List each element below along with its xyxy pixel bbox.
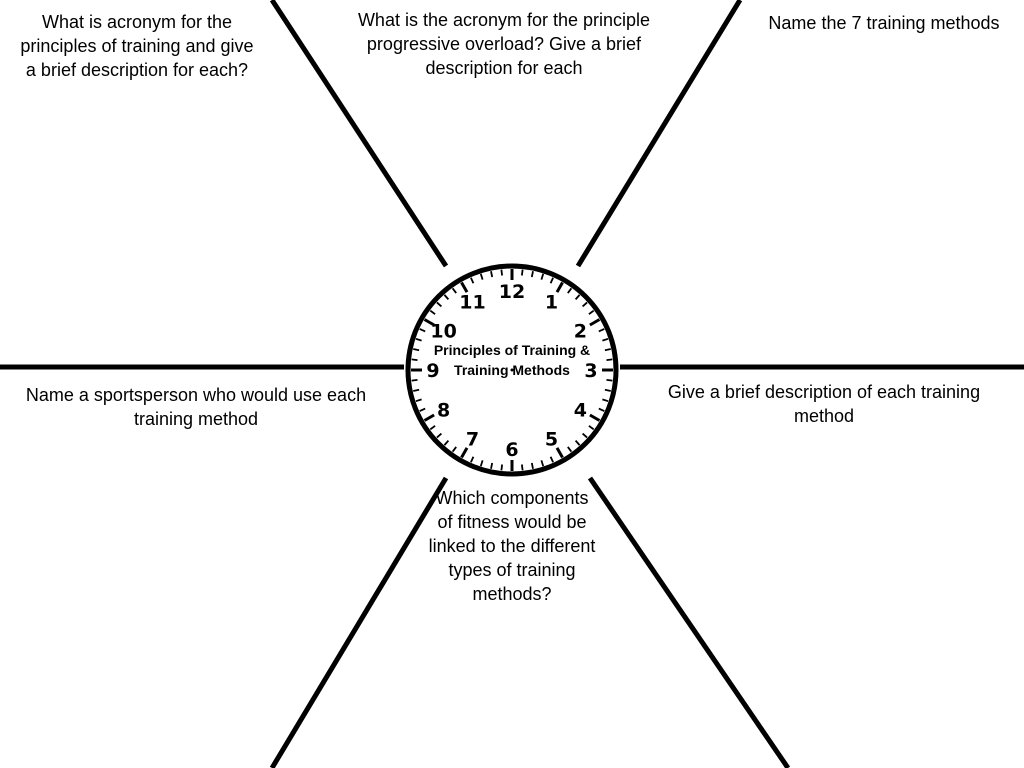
minor-tick (588, 425, 595, 431)
clock-numeral: 10 (430, 321, 456, 343)
minor-tick (411, 358, 418, 361)
minor-tick (521, 464, 524, 471)
minor-tick (470, 277, 475, 284)
minor-tick (588, 309, 595, 315)
minor-tick (598, 328, 605, 333)
minor-tick (540, 460, 545, 467)
minor-tick (429, 309, 436, 315)
minor-tick (413, 348, 420, 352)
minor-tick (470, 456, 475, 463)
question-middle-left: Name a sportsperson who would use each t… (25, 385, 367, 429)
divider-line-bottom-left (269, 476, 449, 768)
minor-tick (574, 440, 581, 446)
minor-tick (582, 301, 588, 308)
major-tick (555, 281, 564, 293)
clock-ticks (411, 269, 613, 471)
clock-numeral: 2 (574, 321, 587, 343)
minor-tick (598, 407, 605, 412)
minor-tick (606, 379, 613, 382)
minor-tick (602, 337, 609, 342)
minor-tick (574, 294, 581, 300)
minor-tick (451, 446, 457, 453)
clock-center (510, 368, 514, 372)
minor-tick (436, 301, 442, 308)
clock-numeral: 8 (437, 400, 450, 422)
minor-tick (443, 294, 450, 300)
question-top-left: What is acronym for the principles of tr… (20, 12, 254, 80)
minor-tick (415, 337, 422, 342)
minor-tick (436, 432, 442, 439)
minor-tick (567, 446, 573, 453)
minor-tick (606, 358, 613, 361)
minor-tick (490, 462, 494, 469)
clock-numeral: 4 (574, 400, 587, 422)
minor-tick (413, 388, 420, 392)
clock-numeral: 7 (466, 428, 479, 450)
major-tick (589, 318, 601, 327)
question-bottom: Which components of fitness would be lin… (428, 488, 596, 604)
minor-tick (549, 456, 554, 463)
clock-numeral: 9 (426, 360, 439, 382)
clock-numeral: 11 (459, 292, 485, 314)
minor-tick (530, 462, 534, 469)
minor-tick (604, 348, 611, 352)
divider-line-bottom-right (587, 476, 791, 768)
question-top-center: What is the acronym for the principle pr… (357, 10, 651, 78)
minor-tick (540, 273, 545, 280)
divider-line-top-right (575, 0, 743, 268)
divider-line-top-left (269, 0, 449, 268)
minor-tick (443, 440, 450, 446)
minor-tick (411, 379, 418, 382)
minor-tick (415, 398, 422, 403)
minor-tick (549, 277, 554, 284)
minor-tick (604, 388, 611, 392)
question-top-right: Name the 7 training methods (768, 13, 1000, 33)
minor-tick (602, 398, 609, 403)
minor-tick (490, 271, 494, 278)
minor-tick (419, 328, 426, 333)
clock-title: Principles of Training & Training Method… (433, 342, 591, 378)
minor-tick (451, 287, 457, 294)
major-tick (423, 318, 435, 327)
minor-tick (500, 464, 503, 471)
minor-tick (582, 432, 588, 439)
minor-tick (530, 271, 534, 278)
minor-tick (500, 269, 503, 276)
minor-tick (429, 425, 436, 431)
major-tick (589, 413, 601, 422)
major-tick (460, 447, 469, 459)
minor-tick (419, 407, 426, 412)
major-tick (555, 447, 564, 459)
minor-tick (479, 460, 484, 467)
minor-tick (521, 269, 524, 276)
question-middle-right: Give a brief description of each trainin… (667, 382, 981, 426)
major-tick (423, 413, 435, 422)
clock-numeral: 1 (545, 292, 558, 314)
clock-numeral: 12 (499, 281, 525, 303)
clock-numeral: 6 (505, 439, 518, 461)
major-tick (460, 281, 469, 293)
minor-tick (567, 287, 573, 294)
clock-numeral: 3 (584, 360, 597, 382)
clock-numeral: 5 (545, 428, 558, 450)
minor-tick (479, 273, 484, 280)
